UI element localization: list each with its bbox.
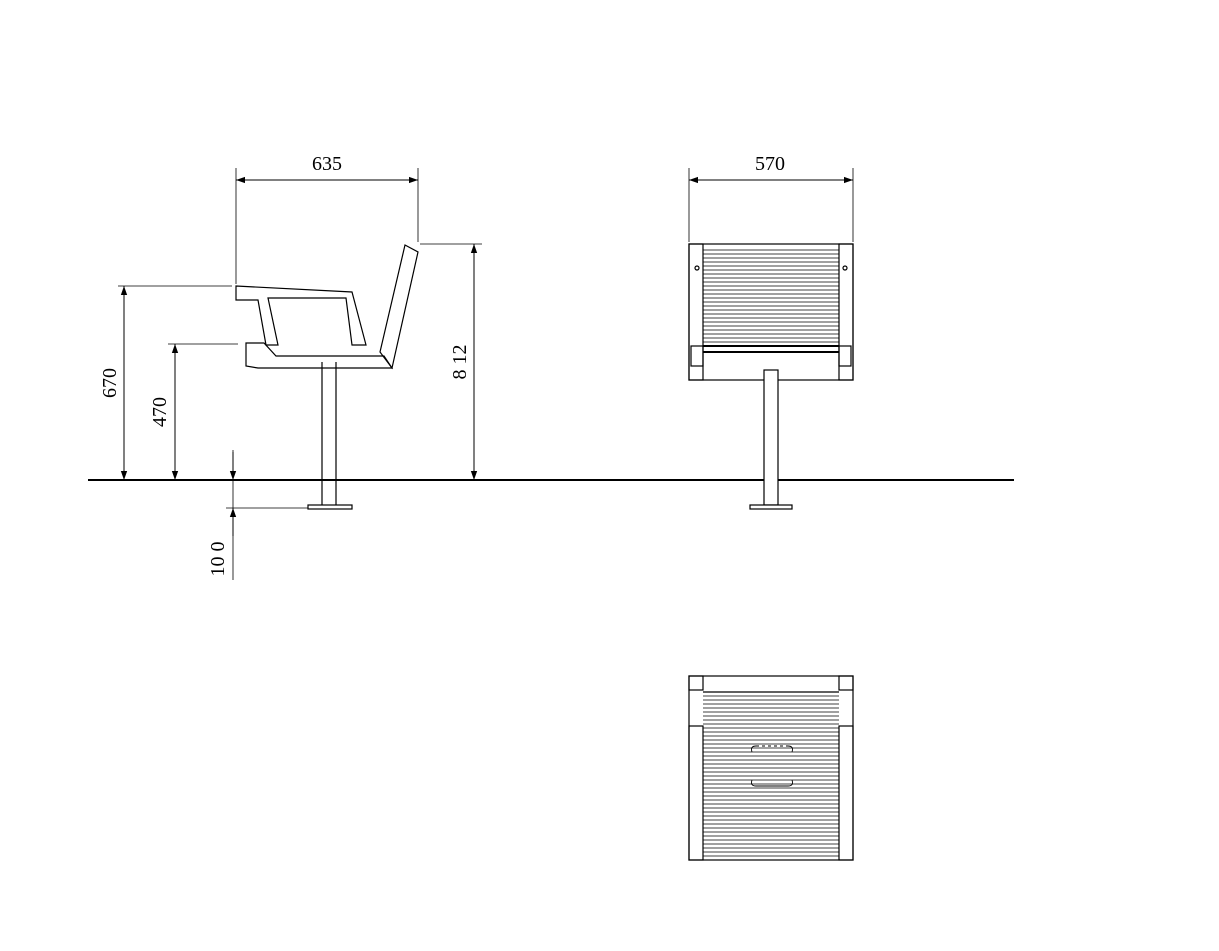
- side-seat: [245, 342, 394, 369]
- side-armrest: [235, 285, 367, 346]
- dim-label-100: 10 0: [207, 542, 229, 577]
- top-view: [688, 675, 854, 861]
- top-corner-left: [688, 675, 704, 691]
- front-post: [763, 369, 779, 506]
- side-view: [235, 244, 419, 510]
- front-bolt-right: [842, 265, 848, 271]
- front-base-plate: [749, 504, 793, 510]
- top-base-outline: [751, 745, 793, 787]
- dim-label-570: 570: [755, 153, 785, 175]
- front-slats: [703, 249, 839, 343]
- side-backrest: [379, 244, 419, 370]
- top-slats: [703, 695, 839, 857]
- dim-label-670: 670: [99, 368, 121, 398]
- dim-label-812: 8 12: [449, 345, 471, 380]
- top-arm-right: [838, 725, 854, 861]
- front-cap-right: [838, 345, 852, 367]
- front-dimensions: [688, 168, 854, 242]
- front-bolt-left: [694, 265, 700, 271]
- front-post-right: [838, 243, 854, 381]
- side-base-plate: [307, 504, 353, 510]
- top-corner-right: [838, 675, 854, 691]
- front-cap-left: [690, 345, 704, 367]
- front-view: [688, 243, 854, 510]
- front-frame: [688, 243, 854, 381]
- dim-label-635: 635: [312, 153, 342, 175]
- dim-label-470: 470: [149, 397, 171, 427]
- front-post-left: [688, 243, 704, 381]
- side-dimensions: [118, 168, 482, 580]
- top-arm-left: [688, 725, 704, 861]
